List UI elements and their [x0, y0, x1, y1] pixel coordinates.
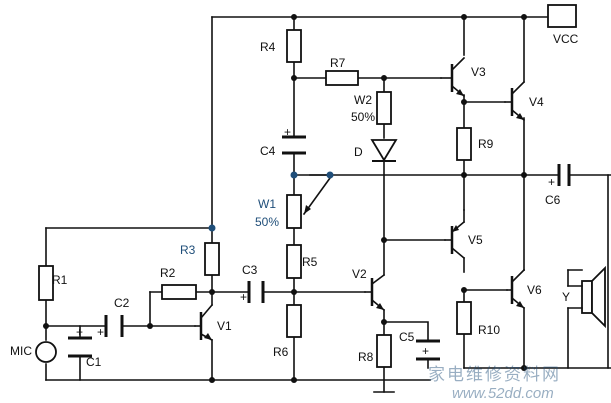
label-c2: C2 [114, 296, 130, 310]
transistor-v4 [504, 80, 526, 122]
label-r4: R4 [260, 40, 276, 54]
label-c6: C6 [545, 193, 561, 207]
label-vcc: VCC [553, 32, 579, 46]
resistor-r8 [376, 334, 392, 368]
plus-c5: + [422, 344, 429, 358]
label-c3: C3 [242, 263, 258, 277]
label-r1: R1 [52, 273, 68, 287]
microphone-mic [35, 341, 57, 363]
label-r6: R6 [273, 345, 289, 359]
label-c1: C1 [86, 355, 102, 369]
capacitor-c5 [416, 339, 440, 361]
label-mic: MIC [10, 344, 32, 358]
potentiometer-w1 [286, 194, 302, 229]
diode-d [370, 139, 398, 162]
capacitor-c3 [247, 281, 265, 303]
capacitor-c6 [557, 164, 571, 186]
label-d: D [354, 145, 363, 159]
label-w1: W1 [258, 197, 276, 211]
label-v2: V2 [352, 267, 367, 281]
label-w2: W2 [354, 93, 372, 107]
capacitor-c1 [68, 336, 92, 358]
label-r2: R2 [160, 266, 176, 280]
w1-wiper [302, 174, 332, 216]
resistor-r3 [204, 242, 220, 276]
transistor-v1 [194, 303, 214, 342]
plus-c2: + [97, 325, 104, 339]
label-r9: R9 [478, 137, 494, 151]
label-v6: V6 [527, 283, 542, 297]
label-c5: C5 [399, 330, 415, 344]
resistor-r9 [456, 127, 472, 161]
label-r7: R7 [330, 56, 346, 70]
resistor-r5 [286, 244, 302, 279]
speaker-y [581, 265, 606, 329]
transistor-v6 [506, 268, 526, 310]
plus-c6: + [548, 175, 555, 189]
label-v1: V1 [217, 319, 232, 333]
capacitor-c2 [104, 315, 124, 337]
resistor-r6 [286, 304, 302, 338]
label-r5: R5 [302, 255, 318, 269]
watermark-text: 家电维修资料网 [428, 365, 561, 385]
label-w1-value: 50% [255, 215, 279, 229]
label-c4: C4 [260, 144, 276, 158]
label-r10: R10 [478, 323, 500, 337]
transistor-v5 [444, 209, 466, 260]
resistor-w2 [376, 91, 392, 125]
watermark-url: www.52dd.com [452, 385, 554, 402]
label-v3: V3 [471, 65, 486, 79]
label-w2-value: 50% [351, 110, 375, 124]
label-r8: R8 [358, 350, 374, 364]
capacitor-c4 [282, 135, 306, 155]
label-v4: V4 [529, 95, 544, 109]
label-v5: V5 [468, 233, 483, 247]
resistor-r1 [38, 265, 54, 301]
transistor-v2 [364, 273, 386, 312]
junction-dots [43, 14, 527, 383]
resistor-r2 [161, 284, 197, 300]
plus-c1: + [76, 325, 83, 339]
plus-c4: + [284, 125, 291, 139]
vcc-terminal [547, 4, 577, 28]
transistor-v3 [440, 56, 466, 98]
resistor-r10 [456, 301, 472, 335]
label-y: Y [562, 290, 570, 304]
resistor-r7 [325, 70, 359, 86]
plus-c3: + [240, 290, 247, 304]
label-r3: R3 [180, 243, 196, 257]
resistor-r4 [286, 29, 302, 63]
